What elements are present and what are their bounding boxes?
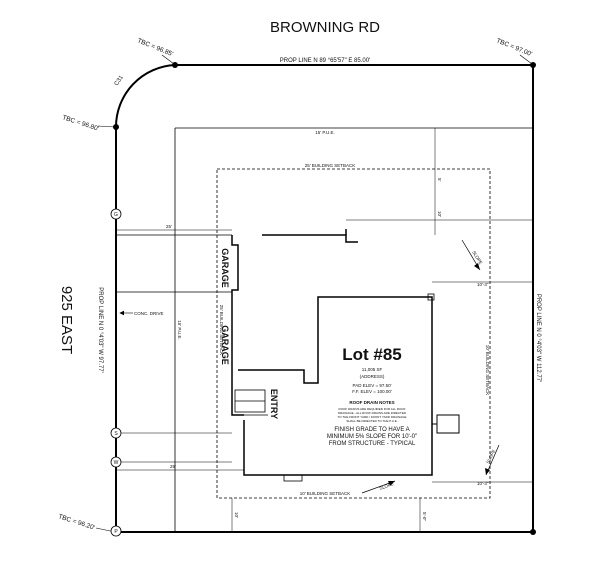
tbc-leader-top-right [519, 54, 533, 65]
pue-line [174, 127, 533, 532]
conc-drive-arrow [119, 310, 133, 316]
dim-right-low: 10'-3" [477, 481, 489, 486]
dimension-lines [116, 128, 533, 532]
entry-porch [234, 389, 268, 416]
ff-elevation: F.F. ELEV = 100.00' [352, 389, 392, 394]
tbc-top-left: TBC = 96.85' [136, 37, 174, 58]
building-setback-line [216, 168, 491, 499]
svg-text:G: G [114, 212, 118, 218]
street-name-west: 925 EAST [58, 286, 75, 354]
lot-area: 11,005 SF [362, 367, 383, 372]
roof-drain-line-4: SHALL BE DIRECTED TO THE P.U.E. [346, 419, 397, 423]
prop-line-east: PROP LINE N 0 °4'03" W 112.77' [535, 294, 541, 382]
street-name-north: BROWNING RD [270, 19, 380, 36]
svg-text:P: P [114, 529, 118, 535]
dim-left: 25' [170, 464, 176, 469]
utility-sewer-marker: S [110, 427, 122, 439]
tbc-left-upper: TBC = 96.80' [61, 114, 99, 132]
dim-inner: 5'-0" [422, 512, 427, 521]
tbc-leader-top-left [161, 54, 175, 65]
tbc-leader-left-upper [97, 125, 116, 128]
front-setback-label: 25' BUILDING SETBACK [305, 163, 356, 168]
prop-line-west: PROP LINE N 0 °4'03" W 97.77' [97, 287, 103, 372]
roof-drain-line-2: DRAINAGE - ALL ROOF DRAINS ARE DIRECTED [338, 411, 407, 415]
finish-grade-2: MINIMUM 5% SLOPE FOR 10'-0" [327, 434, 417, 440]
rear-setback-label: 10' BUILDING SETBACK [300, 491, 351, 496]
garage-label-1: GARAGE [220, 248, 230, 288]
dim-right-mid: 10'-3" [477, 282, 489, 287]
dim-right-top: 10' [437, 211, 442, 217]
slope-arrow-lower-right: SLOPE [485, 444, 500, 476]
conc-drive-label: CONC. DRIVE [134, 311, 164, 316]
garage-label-2: GARAGE [220, 325, 230, 365]
finish-grade-1: FINISH GRADE TO HAVE A [334, 427, 409, 433]
prop-line-north: PROP LINE N 89 °65'57" E 85.00' [280, 58, 370, 64]
utility-lines [121, 432, 232, 463]
dim-bottom: 10' [234, 512, 239, 518]
svg-text:SLOPE: SLOPE [471, 250, 483, 265]
dim-front-left: 25' [166, 224, 172, 229]
entry-label: ENTRY [269, 389, 279, 419]
tbc-top-right: TBC = 97.00' [495, 37, 533, 58]
finish-grade-3: FROM STRUCTURE - TYPICAL [329, 441, 416, 447]
svg-text:S: S [114, 431, 118, 437]
lot-address: (ADDRESS) [360, 374, 385, 379]
svg-text:SLOPE: SLOPE [379, 481, 395, 491]
concrete-drive [116, 234, 232, 293]
pue-top-label: 15' P.U.E. [315, 130, 335, 135]
rear-pad [283, 474, 303, 482]
side-setback-left-label: 25' BUILDING SETBACK [219, 305, 224, 356]
pad-elevation: PAD ELEV = 97.50' [353, 383, 392, 388]
curve-label: C31 [114, 74, 126, 87]
utility-water-marker: W [110, 456, 122, 468]
dim-top: 5' [437, 178, 442, 182]
slope-arrow-bottom: SLOPE [361, 480, 396, 494]
utility-gas-marker: G [110, 208, 122, 220]
roof-drain-line-3: TO THE FRONT YARD / FRONT YARD DRAINAGE [337, 415, 406, 419]
slope-arrow-upper-right: SLOPE [461, 239, 483, 271]
pue-left-label: 15' P.U.E. [177, 320, 182, 340]
building-footprint [231, 229, 433, 476]
svg-text:W: W [114, 460, 119, 466]
roof-drain-title: ROOF DRAIN NOTES [349, 400, 394, 405]
side-setback-right-label: 10' BUILDING SETBACK [485, 345, 490, 396]
lot-title: Lot #85 [342, 345, 402, 364]
ac-unit [432, 414, 460, 434]
corner-post [427, 293, 435, 301]
svg-text:SLOPE: SLOPE [485, 449, 496, 465]
tbc-bottom-left: TBC = 96.20' [57, 513, 95, 531]
utility-power-marker: P [110, 525, 122, 537]
roof-drain-line-1: ROOF DRAINS ARE REQUIRED FOR ALL ROOF [339, 407, 406, 411]
